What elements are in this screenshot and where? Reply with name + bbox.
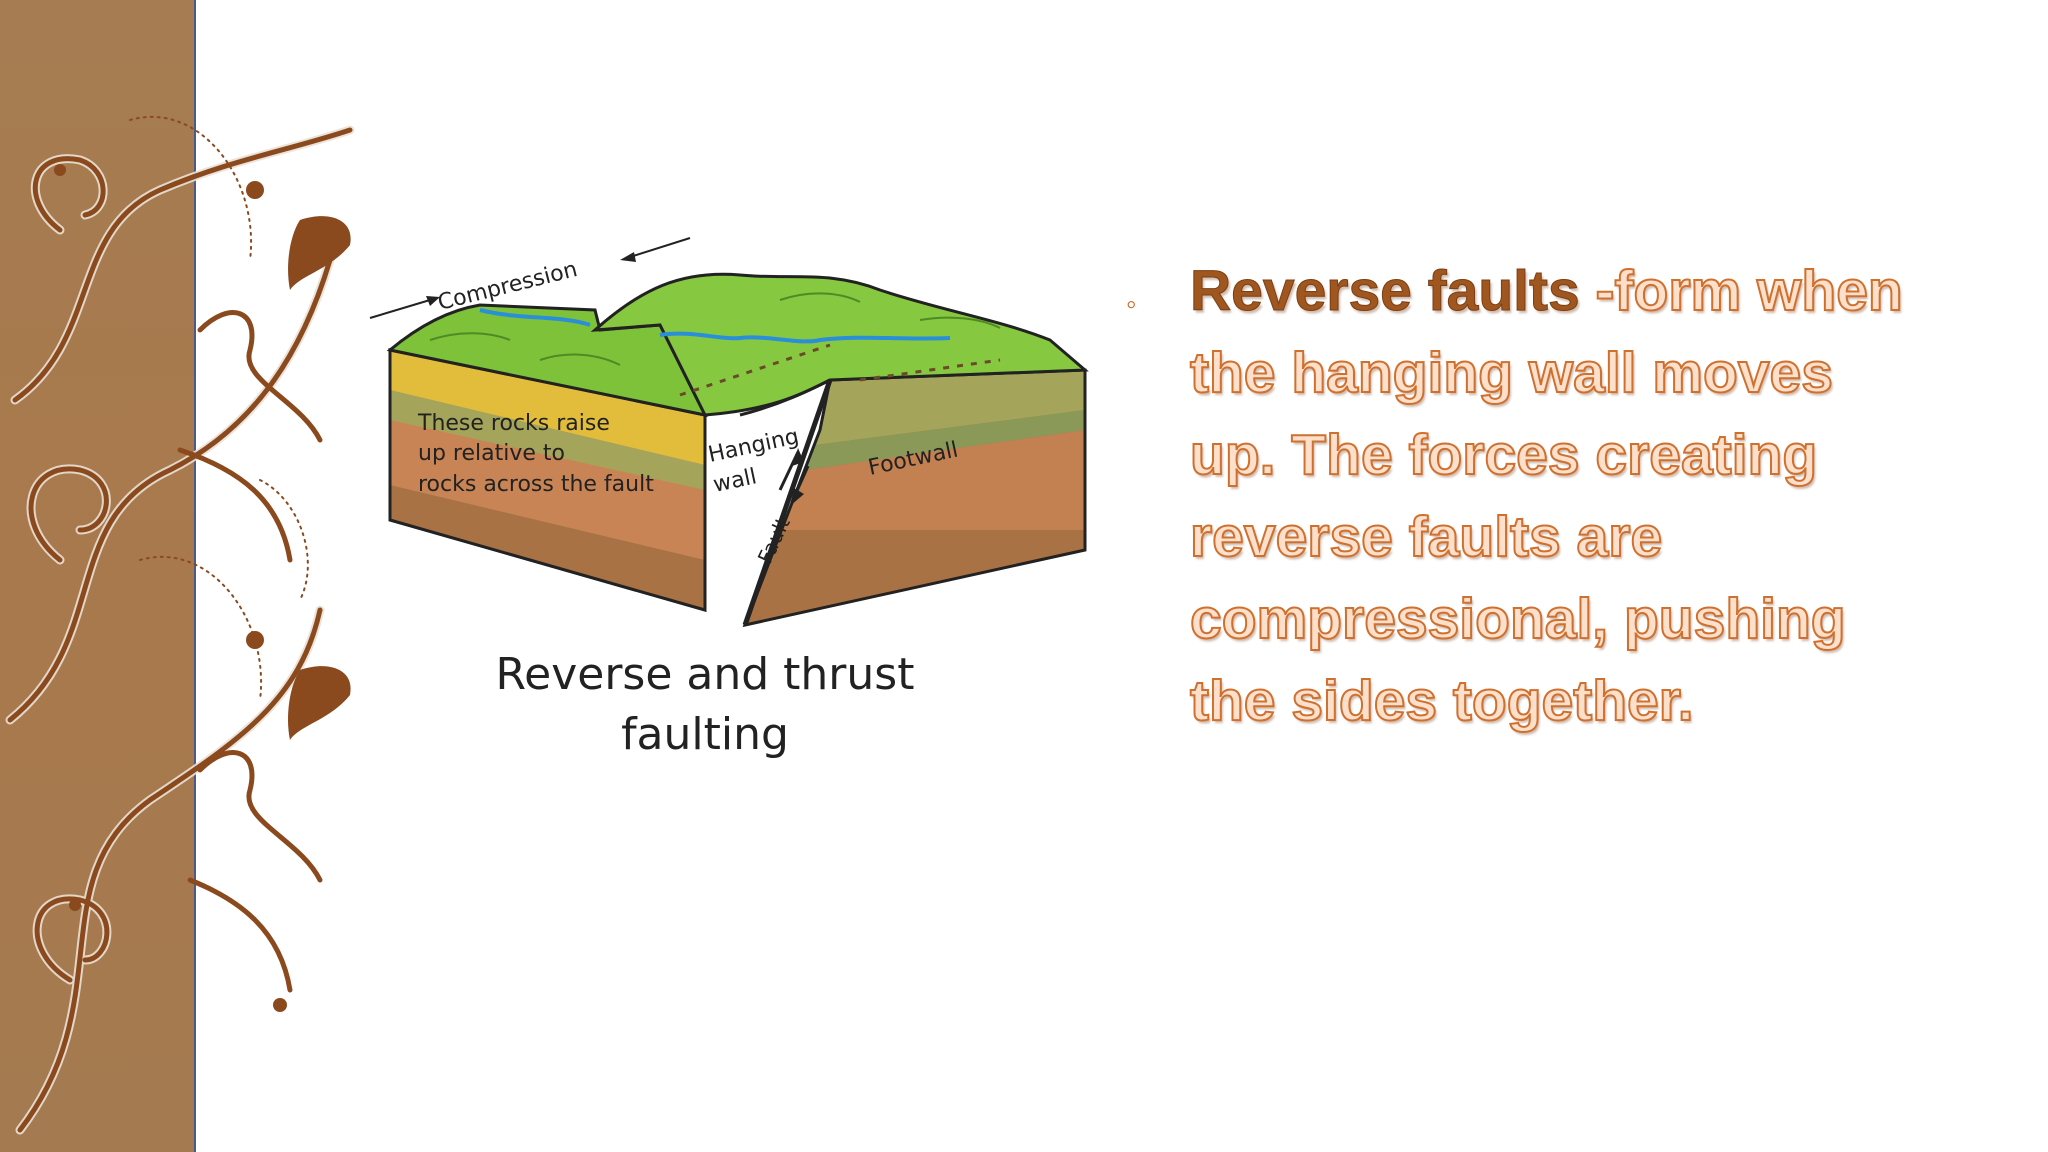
fault-block-diagram: Compression These rocks raise up relativ… <box>369 237 1089 628</box>
rocks-label-line-1: These rocks raise <box>417 411 610 436</box>
rocks-label-line-2: up relative to <box>418 441 565 466</box>
caption-line-2: faulting <box>621 709 789 760</box>
diagram-caption: Reverse and thrust faulting <box>390 645 1020 765</box>
bullet-line-6: the sides together. <box>1189 668 1695 734</box>
fault-line <box>742 379 833 626</box>
bullet-line-1: Reverse faults -form when <box>1190 250 1990 332</box>
caption-line-1: Reverse and thrust <box>495 649 915 700</box>
bullet-line-2: the hanging wall moves <box>1189 340 1834 406</box>
left-block-front <box>388 348 707 612</box>
bullet-line-1-rest: -form when <box>1579 258 1904 324</box>
hanging-wall-label-line-1: Hanging <box>706 424 801 468</box>
bullet-line-3: up. The forces creating <box>1189 422 1818 488</box>
bullet-line-4: reverse faults are <box>1189 504 1663 570</box>
terrain-top <box>386 272 1089 418</box>
swirl-ornament <box>5 115 355 1135</box>
bullet-text: Reverse faults -form when the hanging wa… <box>1189 250 1990 742</box>
rocks-label-line-3: rocks across the fault <box>418 472 654 497</box>
bullet-line-5: compressional, pushing <box>1189 586 1847 652</box>
compression-arrows <box>369 237 691 319</box>
right-block-front <box>742 368 1087 628</box>
hanging-wall-label-line-2: wall <box>711 464 759 498</box>
bullet-lead-term: Reverse faults <box>1190 259 1581 324</box>
bullet-dot-icon: ◦ <box>1126 288 1137 321</box>
